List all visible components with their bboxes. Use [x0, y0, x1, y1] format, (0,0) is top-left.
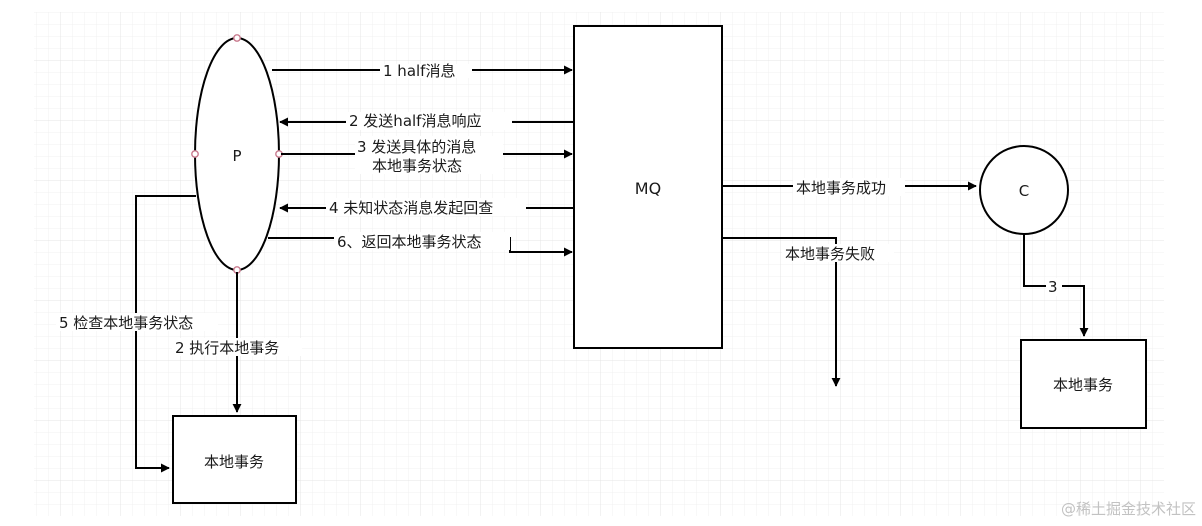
edge-label-bg [355, 136, 503, 174]
edge-label-bg [326, 198, 526, 216]
handle-top [233, 34, 241, 42]
edge-label-tx-fail: 本地事务失败 [785, 245, 875, 263]
edge-label-half-message: 1 half消息 [383, 62, 455, 80]
edge-label-half-response: 2 发送half消息响应 [349, 112, 481, 130]
producer-local-tx-label: 本地事务 [204, 453, 264, 471]
mq-label: MQ [635, 179, 661, 198]
edge-label-consumer-local-tx: 3 [1048, 278, 1058, 296]
edge-label-bg [793, 178, 905, 196]
producer-label: P [232, 147, 241, 165]
edge-tx-fail[interactable] [722, 237, 841, 387]
edge-label-bg [346, 112, 512, 130]
edge-label-tx-success: 本地事务成功 [796, 179, 886, 197]
edge-label-return-status: 6、返回本地事务状态 [337, 233, 482, 251]
edge-label-bg [380, 64, 472, 78]
edge-label-bg [56, 313, 218, 331]
edge-label-bg [172, 338, 302, 356]
edge-label-bg [334, 232, 510, 250]
consumer-label: C [1019, 182, 1029, 200]
watermark: @稀土掘金技术社区 [1061, 500, 1196, 518]
handle-left [191, 150, 199, 158]
producer-local-tx-node[interactable] [172, 415, 297, 504]
edge-label-check-back: 4 未知状态消息发起回查 [329, 199, 493, 217]
edge-label-local-status: 本地事务状态 [372, 157, 462, 175]
edge-label-execute-local-tx: 2 执行本地事务 [175, 339, 279, 357]
consumer-local-tx-node[interactable] [1020, 339, 1147, 429]
mq-node[interactable] [573, 25, 723, 349]
edge-label-send-message: 3 发送具体的消息 [357, 138, 476, 156]
edge-check-local-status[interactable] [135, 195, 196, 473]
edge-label-bg [1046, 278, 1062, 296]
edge-label-bg [782, 244, 894, 262]
edge-label-check-local-status: 5 检查本地事务状态 [59, 314, 193, 332]
consumer-local-tx-label: 本地事务 [1053, 376, 1113, 394]
